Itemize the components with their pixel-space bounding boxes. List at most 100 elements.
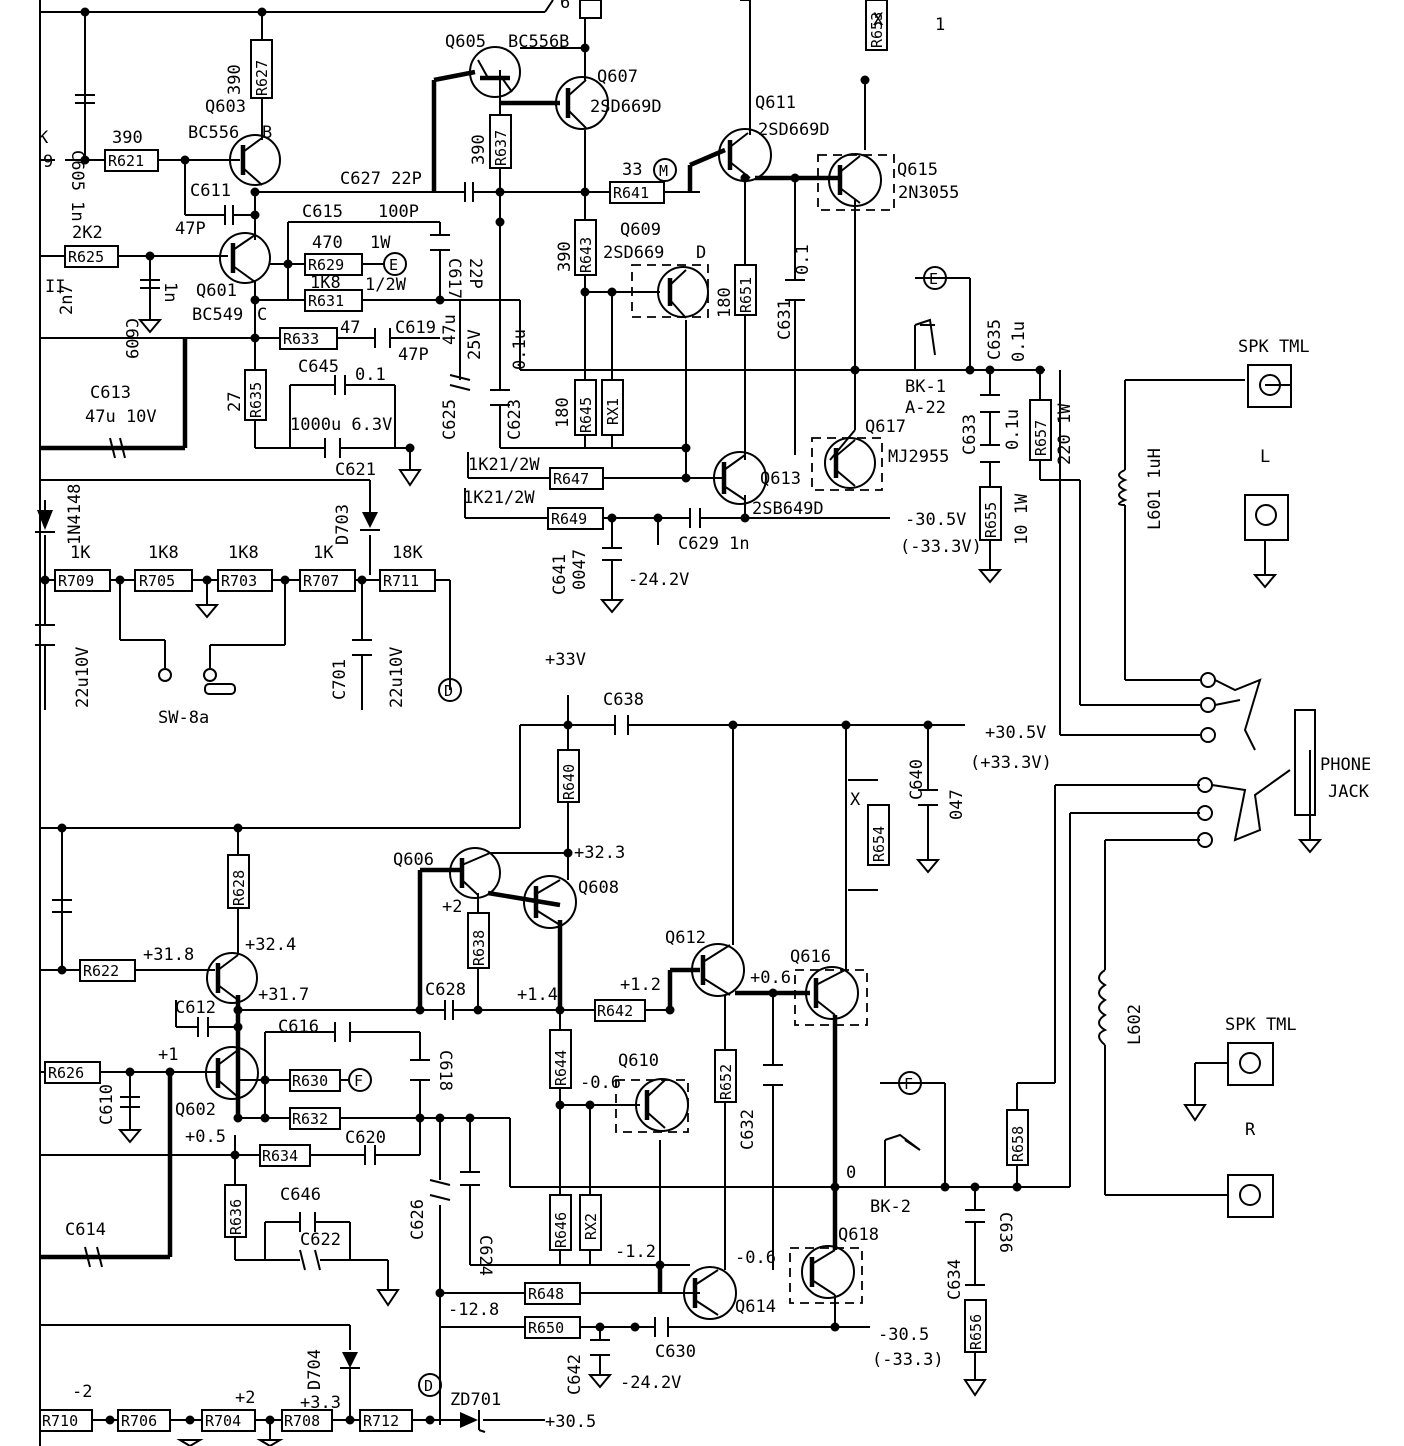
v-2: +2	[442, 897, 462, 917]
q610-symbol	[635, 1078, 689, 1132]
r631-rating: 1/2W	[365, 275, 407, 295]
label-r643: R643	[577, 237, 595, 273]
r709-value: 1K	[70, 543, 91, 563]
c617-label: C617	[444, 258, 464, 299]
q613-symbol	[713, 451, 767, 505]
q614-label: Q614	[735, 1297, 776, 1317]
c632-label: C632	[738, 1109, 758, 1150]
v-33b: +3.3	[300, 1393, 341, 1413]
l601-label: L601 1uH	[1145, 448, 1165, 530]
q607-symbol	[555, 76, 609, 130]
c620-label: C620	[345, 1128, 386, 1148]
c618-label: C618	[435, 1050, 455, 1091]
c701-value: 22u10V	[387, 647, 407, 708]
label-r710: R710	[42, 1412, 78, 1430]
d-left-label: 1N4148	[65, 484, 85, 545]
label-r651: R651	[737, 277, 755, 313]
c626-label: C626	[408, 1199, 428, 1240]
label-r650: R650	[528, 1319, 564, 1337]
q605-symbol	[469, 46, 521, 98]
q606-label: Q606	[393, 850, 434, 870]
r629-rating: 1W	[370, 233, 391, 253]
c621-label: C621	[335, 460, 376, 480]
label-r622: R622	[83, 962, 119, 980]
r621-value: 390	[112, 128, 143, 148]
v-m305: -30.5V	[905, 510, 966, 530]
v-1: +1	[158, 1045, 178, 1065]
label-r638: R638	[470, 930, 488, 966]
q617-symbol	[824, 437, 876, 489]
c613-label: C613	[90, 383, 131, 403]
node-e-right: E	[929, 270, 938, 288]
label-r656: R656	[967, 1314, 985, 1350]
r633-value: 47	[340, 318, 360, 338]
label-r655: R655	[982, 502, 1000, 538]
channel-r: R	[1245, 1120, 1256, 1140]
q605-label: Q605	[445, 32, 486, 52]
bk1-label: BK-1	[905, 377, 946, 397]
r711-value: 18K	[392, 543, 423, 563]
c605-label: C605 1n	[67, 150, 87, 222]
c619-value: 47P	[398, 345, 429, 365]
label-r658: R658	[1009, 1126, 1027, 1162]
zd701-label: ZD701	[450, 1390, 501, 1410]
c635-label: C635	[985, 319, 1005, 360]
sw-label: SW-8a	[158, 708, 209, 728]
bk2-label: BK-2	[870, 1197, 911, 1217]
r653-x: X	[873, 10, 884, 30]
r637-value: 390	[469, 134, 489, 165]
r707-value: 1K	[313, 543, 334, 563]
l602-label: L602	[1125, 1004, 1145, 1045]
c641-label: C641	[550, 554, 570, 595]
r649-value: 1K21/2W	[463, 488, 535, 508]
q616-label: Q616	[790, 947, 831, 967]
r625-value: 2K2	[72, 223, 103, 243]
c629-label: C629 1n	[678, 534, 750, 554]
label-r644: R644	[552, 1050, 570, 1086]
c-left-value: 22u10V	[73, 647, 93, 708]
q618-symbol	[801, 1245, 855, 1299]
q615-symbol	[828, 153, 882, 207]
label-r647: R647	[553, 470, 589, 488]
r641-value: 33	[622, 160, 642, 180]
bk1-sub: A-22	[905, 398, 946, 418]
c609-left-value: 2n7	[57, 284, 77, 315]
c645-label: C645	[298, 357, 339, 377]
c641-value: 0047	[570, 549, 590, 590]
q614-symbol	[683, 1266, 737, 1320]
q612-label: Q612	[665, 928, 706, 948]
c623-value: 0.1u	[510, 329, 530, 370]
q608-label: Q608	[578, 878, 619, 898]
label-r654: R654	[870, 826, 888, 862]
c614-label: C614	[65, 1220, 106, 1240]
c634-label: C634	[945, 1259, 965, 1300]
label-r704: R704	[205, 1412, 241, 1430]
d703-label: D703	[333, 504, 353, 545]
c625-value2: 25V	[465, 329, 485, 360]
q622-symbol	[206, 952, 258, 1004]
q609-pin: D	[696, 243, 706, 263]
c642-label: C642	[565, 1354, 585, 1395]
q602-label: Q602	[175, 1100, 216, 1120]
c625-value: 47u	[440, 314, 460, 345]
c609-value: 1n	[160, 282, 180, 302]
label-r633: R633	[283, 330, 319, 348]
transistor-symbols	[205, 46, 895, 1320]
label-rx1: RX1	[604, 398, 622, 425]
label-r648: R648	[528, 1285, 564, 1303]
v-318: +31.8	[143, 945, 194, 965]
label-r657: R657	[1032, 420, 1050, 456]
c623-label: C623	[505, 399, 525, 440]
output-section	[158, 158, 1316, 1397]
q601-type: BC549	[192, 305, 243, 325]
label-r641: R641	[613, 184, 649, 202]
q611-label: Q611	[755, 93, 796, 113]
q608-symbol	[523, 875, 577, 929]
q613-type: 2SB649D	[752, 499, 824, 519]
c628-label: C628	[425, 980, 466, 1000]
q609-label: Q609	[620, 220, 661, 240]
c636-label: C636	[995, 1212, 1015, 1253]
q607-label: Q607	[597, 67, 638, 87]
node-m: M	[659, 162, 668, 180]
